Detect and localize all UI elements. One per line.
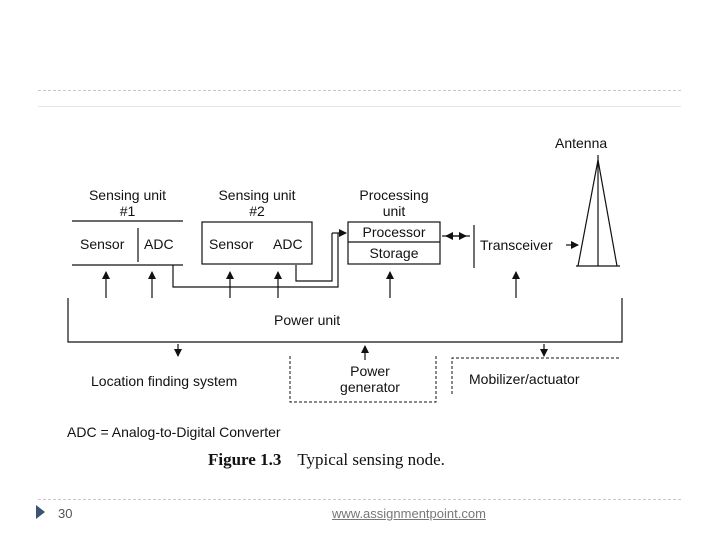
processing-unit-box <box>347 221 441 265</box>
sensing-unit-1-title-line2: #1 <box>119 203 136 219</box>
transceiver-label: Transceiver <box>480 237 553 253</box>
location-finding-label: Location finding system <box>91 373 238 389</box>
processing-unit-title: Processing unit <box>348 187 440 219</box>
power-generator-line1: Power <box>350 363 390 379</box>
adc1-to-processor-line <box>172 233 339 288</box>
storage-label: Storage <box>369 245 419 261</box>
power-generator-label: Power generator <box>310 363 430 395</box>
sensing-unit-2-sensor: Sensor <box>209 236 254 252</box>
sensing-unit-1-sensor: Sensor <box>80 236 125 252</box>
figure-caption: Figure 1.3 Typical sensing node. <box>208 450 445 470</box>
sensing-unit-2-adc: ADC <box>273 236 303 252</box>
sensing-unit-1-title-line1: Sensing unit <box>88 187 167 203</box>
slide-number: 30 <box>58 506 73 521</box>
adc2-to-processor-line <box>295 233 333 282</box>
power-unit-outline <box>67 298 623 343</box>
power-generator-line2: generator <box>340 379 400 395</box>
mobilizer-dashed-box <box>451 357 620 394</box>
footer-link[interactable]: www.assignmentpoint.com <box>332 506 486 521</box>
figure-caption-text: Typical sensing node. <box>297 450 445 469</box>
top-divider-secondary <box>38 106 681 107</box>
antenna-label: Antenna <box>555 135 608 151</box>
processing-unit-title-line2: unit <box>382 203 406 219</box>
mobilizer-label: Mobilizer/actuator <box>469 371 580 387</box>
sensing-unit-2-title-line1: Sensing unit <box>218 187 296 203</box>
sensing-unit-1-adc: ADC <box>144 236 174 252</box>
processor-label: Processor <box>362 224 426 240</box>
power-unit-label: Power unit <box>274 312 341 328</box>
adc-legend: ADC = Analog-to-Digital Converter <box>67 424 281 440</box>
sensing-unit-2-title: Sensing unit #2 <box>202 187 312 219</box>
top-divider <box>38 90 681 91</box>
power-generator-dashed-box <box>289 356 437 403</box>
bottom-divider <box>38 499 681 500</box>
processing-unit-title-line1: Processing <box>359 187 429 203</box>
sensing-unit-2-title-line2: #2 <box>249 203 265 219</box>
figure-label: Figure 1.3 <box>208 450 282 469</box>
sensing-unit-2-box <box>201 221 313 265</box>
slide-bullet-icon <box>36 505 45 519</box>
sensing-unit-1-title: Sensing unit #1 <box>72 187 183 219</box>
